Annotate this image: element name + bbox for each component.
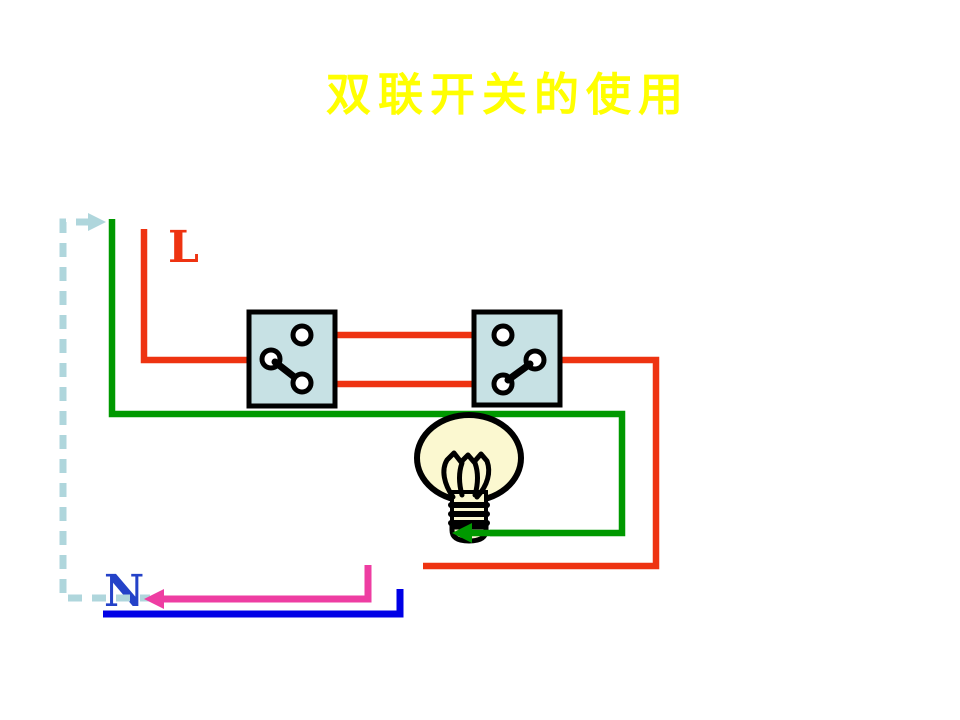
switch-right-lever [504,360,534,384]
switched-wire-green [108,219,626,537]
live-wire-label: L [168,222,199,273]
switch-right [471,309,563,408]
annotation-dashed-line [59,218,150,602]
lamp-return-arrowhead-left [144,589,164,609]
switched-arrowhead-left [452,523,472,543]
switch-left-terminal-top [290,323,314,347]
neutral-wire-blue [103,589,404,618]
lamp-return-wire [144,565,372,609]
annotation-arrowhead-right [88,213,106,231]
bulb-screw-stripe-1 [448,502,490,508]
switched-wire-arrow [452,523,540,543]
switch-left-lever [271,358,297,380]
bulb-screw-stripe-2 [448,511,490,517]
switch-left [246,309,338,409]
light-bulb [414,412,524,544]
live-wires [140,229,660,570]
annotation-dashed-path [59,213,150,602]
page-title: 双联开关的使用 [326,68,691,121]
switch-left-terminal-bottom [290,371,314,395]
bulb-filament [441,450,492,500]
bulb-filament-inner [457,460,480,498]
neutral-wire-label: N [104,566,145,617]
switch-right-terminal-top [491,323,515,347]
live-feed-wire [140,229,252,364]
live-output-wire [423,356,660,570]
lamp-return-line [162,565,372,603]
switch-right-body [471,309,563,408]
